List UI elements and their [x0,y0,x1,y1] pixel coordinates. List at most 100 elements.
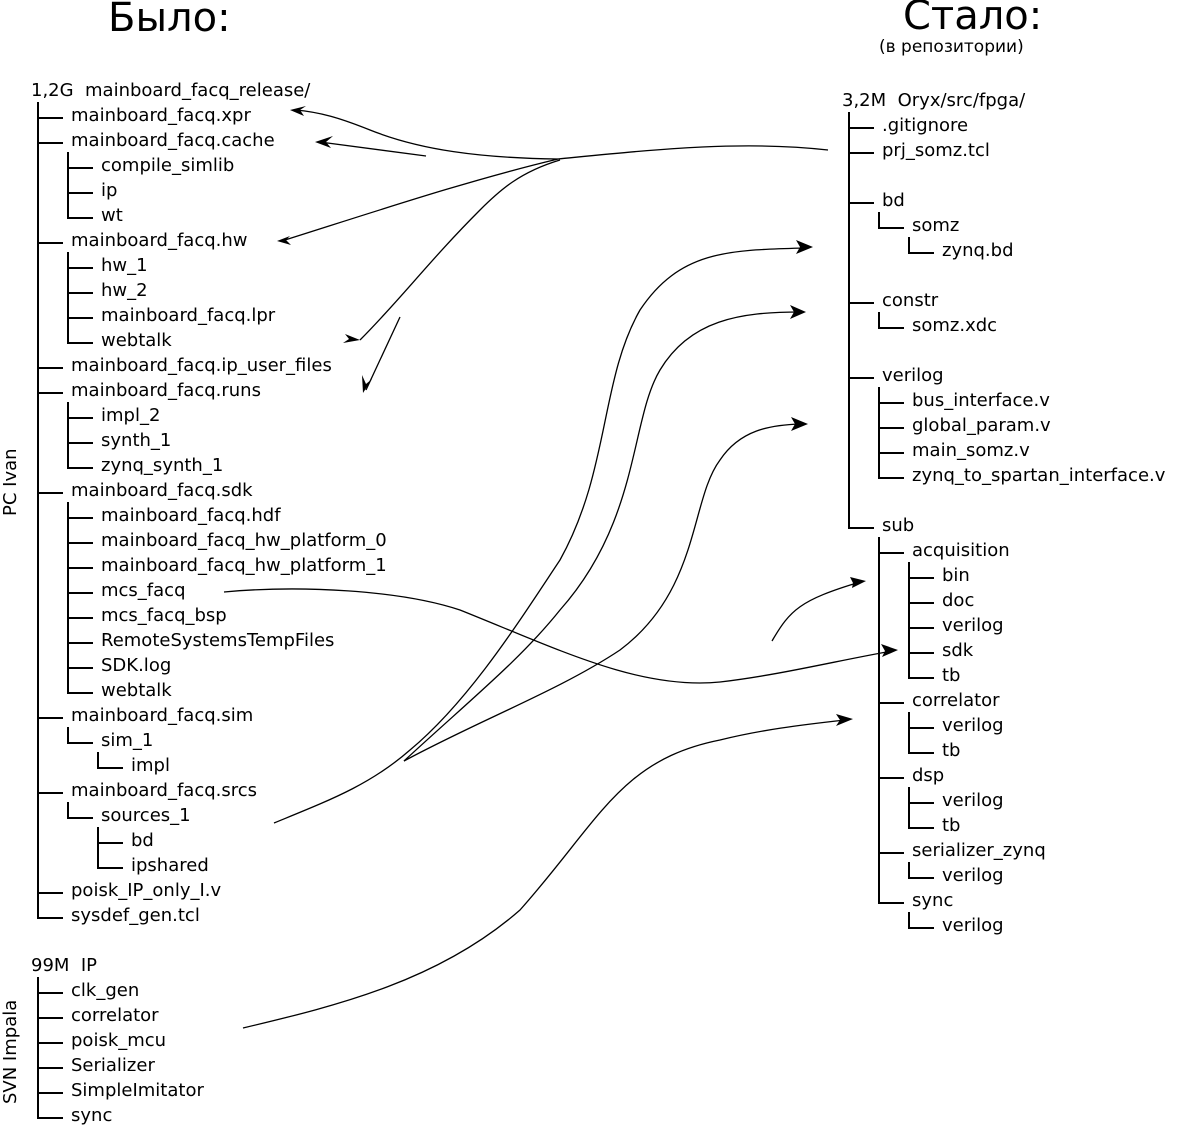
arrow-to-runs [365,316,401,391]
tree-trunk [67,402,69,469]
tree-trunk [97,752,99,769]
tree-item: mainboard_facq_hw_platform_0 [101,530,387,551]
tree-branch [67,567,93,569]
tree-branch [908,827,934,829]
tree-branch [97,767,123,769]
tree-branch [67,442,93,444]
tree-branch [908,577,934,579]
tree-branch [908,802,934,804]
tree-trunk [67,802,69,819]
tree-item: RemoteSystemsTempFiles [101,630,335,651]
tree-trunk [67,252,69,344]
tree-trunk [37,977,39,1119]
tree-item: bin [942,565,970,586]
tree-item: bd [131,830,154,851]
tree-item: verilog [882,365,944,386]
tree-trunk [37,102,39,919]
tree-item: mainboard_facq.hdf [101,505,281,526]
tree-branch [878,552,904,554]
tree-branch [878,477,904,479]
tree-item: compile_simlib [101,155,235,176]
tree-branch [878,852,904,854]
tree-branch [908,652,934,654]
tree-trunk [878,312,880,329]
tree-item: global_param.v [912,415,1051,436]
tree-item: correlator [912,690,1000,711]
tree-branch [878,427,904,429]
tree-item: sub [882,515,915,536]
tree-item: hw_2 [101,280,148,301]
tree-branch [908,602,934,604]
tree-item: hw_1 [101,255,148,276]
tree-item: ip [101,180,118,201]
tree-branch [67,692,93,694]
tree-item: mainboard_facq.hw [71,230,248,251]
tree-item: mainboard_facq.sdk [71,480,253,501]
tree-item: mainboard_facq.cache [71,130,275,151]
tree-item: webtalk [101,330,172,351]
tree-item: doc [942,590,975,611]
tree-branch [37,1017,63,1019]
arrowhead-constr [790,305,806,319]
tree-item: impl [131,755,170,776]
tree-item: dsp [912,765,945,786]
tree-branch [908,727,934,729]
tree-trunk [878,537,880,904]
tree-branch [37,1117,63,1119]
right-title: Стало: [903,0,1043,39]
tree-branch [908,877,934,879]
arrow-to-acquisition [771,581,861,642]
tree-branch [37,242,63,244]
tree-item: mainboard_facq.sim [71,705,254,726]
arrow-to-cache [319,141,427,157]
arrowhead-webtalk [343,334,360,343]
tree-item: verilog [942,715,1004,736]
tree-item: mcs_facq [101,580,186,601]
tree-trunk [878,387,880,479]
tree-branch [37,492,63,494]
tree-trunk [908,562,910,679]
tree-item: tb [942,740,961,761]
tree-trunk [908,712,910,754]
tree-item: impl_2 [101,405,161,426]
tree-trunk [908,787,910,829]
arrowhead-acquisition [850,577,866,588]
tree-branch [878,902,904,904]
tree-branch [37,1042,63,1044]
tree-item: sources_1 [101,805,191,826]
tree-item: verilog [942,865,1004,886]
tree-branch [37,117,63,119]
tree-branch [908,927,934,929]
tree-branch [37,392,63,394]
tree-branch [67,217,93,219]
tree-branch [37,892,63,894]
tree-branch [37,917,63,919]
tree-branch [67,342,93,344]
tree-trunk [67,727,69,744]
tree-item: clk_gen [71,980,140,1001]
tree-branch [37,792,63,794]
tree-branch [67,817,93,819]
tree-root: 3,2M Oryx/src/fpga/ [842,90,1026,111]
tree-branch [908,627,934,629]
arrowhead-bd [796,240,813,254]
tree-item: constr [882,290,939,311]
tree-item: verilog [942,915,1004,936]
tree-item: mainboard_facq.lpr [101,305,276,326]
tree-branch [67,742,93,744]
tree-item: sim_1 [101,730,154,751]
arrow-prj-to-xpr [294,109,829,160]
tree-item: SimpleImitator [71,1080,204,1101]
tree-item: correlator [71,1005,159,1026]
tree-branch [67,542,93,544]
tree-branch [37,717,63,719]
tree-branch [848,377,874,379]
tree-item: sdk [942,640,974,661]
tree-branch [67,467,93,469]
arrowhead-xpr [290,106,306,116]
arrowhead-cache [315,136,333,148]
tree-branch [67,517,93,519]
tree-item: mainboard_facq.runs [71,380,261,401]
tree-branch [67,317,93,319]
tree-item: verilog [942,615,1004,636]
